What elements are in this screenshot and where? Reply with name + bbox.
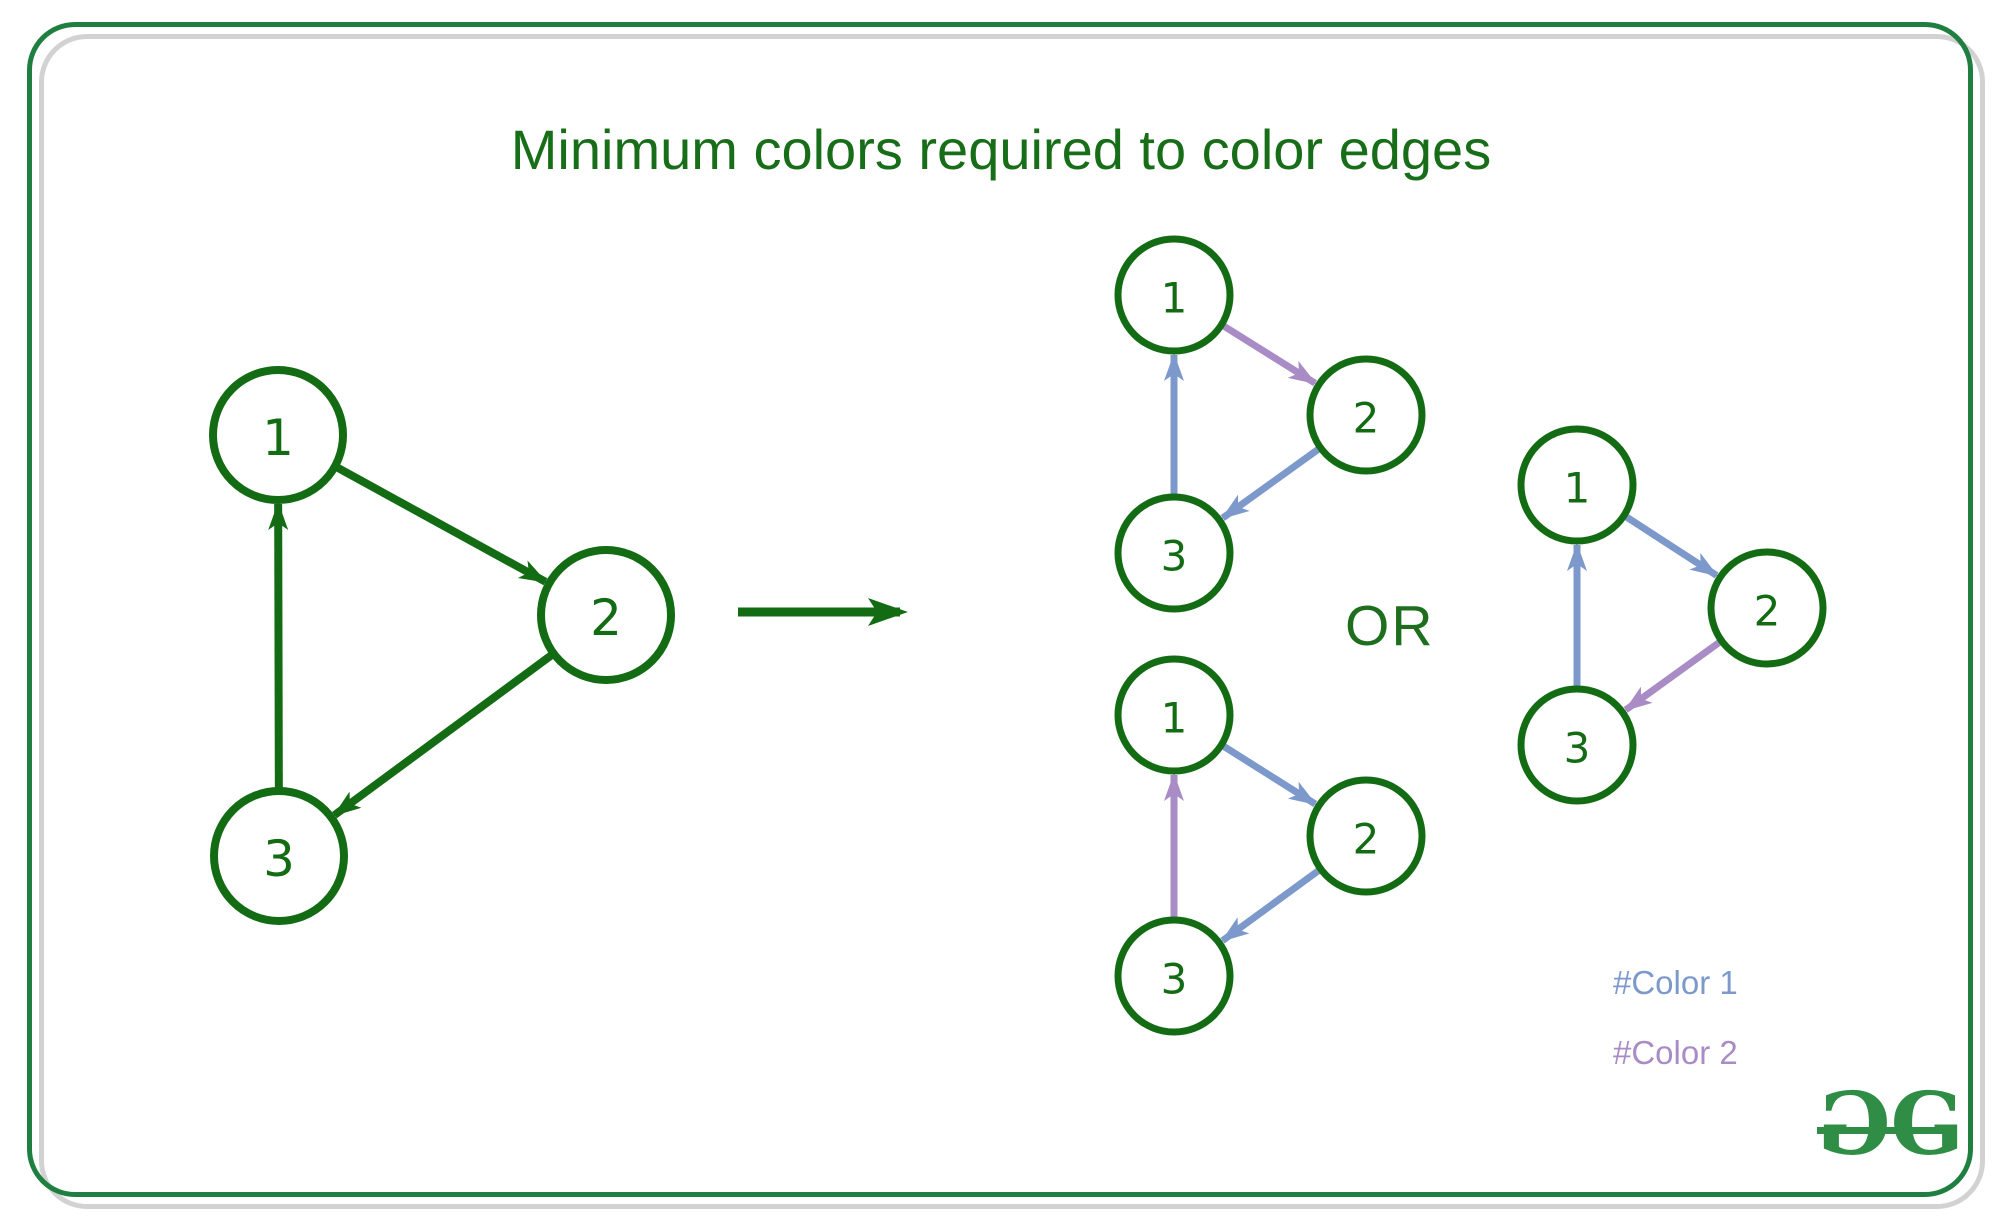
graph-node-2	[537, 546, 675, 684]
graph-node-1	[209, 366, 347, 504]
logo-reversed-g-letter: G	[1820, 1074, 1891, 1175]
original-graph: 1 2 3	[209, 366, 675, 925]
colored-graph-top: 1 2 3	[1114, 235, 1426, 613]
graph-node-2	[1306, 776, 1426, 896]
geeksforgeeks-logo: GG	[1817, 1074, 1964, 1175]
graph-node-1	[1114, 655, 1234, 775]
graph-node-3	[1517, 685, 1637, 805]
legend-color1-label: #Color 1	[1613, 964, 1738, 1001]
node-label: 1	[1161, 694, 1188, 743]
node-label: 1	[262, 409, 294, 467]
graph-edge-3-to-1	[268, 501, 289, 791]
graph-node-3	[210, 787, 348, 925]
node-label: 2	[1754, 587, 1781, 636]
colored-graph-right: 1 2 3	[1517, 425, 1827, 805]
node-label: 3	[1564, 724, 1591, 773]
graph-node-3	[1114, 916, 1234, 1036]
graph-node-1	[1114, 235, 1234, 355]
node-label: 3	[1161, 955, 1188, 1004]
node-label: 2	[590, 589, 622, 647]
graph-edge-1-to-2	[1622, 513, 1719, 579]
graph-edge-1-to-2	[1220, 322, 1317, 387]
graph-edge-1-to-2	[1220, 742, 1318, 807]
logo-g-letter: G	[1890, 1074, 1963, 1175]
logo-crossbar	[1817, 1127, 1948, 1134]
graph-node-2	[1707, 548, 1827, 668]
graph-node-2	[1306, 355, 1426, 475]
card-green-border	[27, 22, 1973, 1197]
graph-edge-2-to-3	[1220, 445, 1322, 521]
graph-node-3	[1114, 493, 1234, 613]
legend-color2-label: #Color 2	[1613, 1034, 1738, 1071]
node-label: 2	[1353, 394, 1380, 443]
node-label: 2	[1353, 815, 1380, 864]
graph-node-1	[1517, 425, 1637, 545]
node-label: 1	[1564, 464, 1591, 513]
graph-edge-2-to-3	[332, 650, 556, 819]
card-shadow-border	[39, 34, 1985, 1209]
graph-edge-1-to-2	[333, 463, 548, 586]
node-label: 1	[1161, 274, 1188, 323]
node-label: 3	[263, 830, 295, 888]
or-label: OR	[1345, 594, 1435, 658]
graph-edge-2-to-3	[1623, 638, 1723, 713]
page-title: Minimum colors required to color edges	[510, 118, 1492, 181]
edge-color-legend: #Color 1 #Color 2	[1613, 966, 1738, 1106]
graph-edge-2-to-3	[1220, 866, 1323, 944]
node-label: 3	[1161, 532, 1188, 581]
colored-graph-bottom: 1 2 3	[1114, 655, 1426, 1036]
